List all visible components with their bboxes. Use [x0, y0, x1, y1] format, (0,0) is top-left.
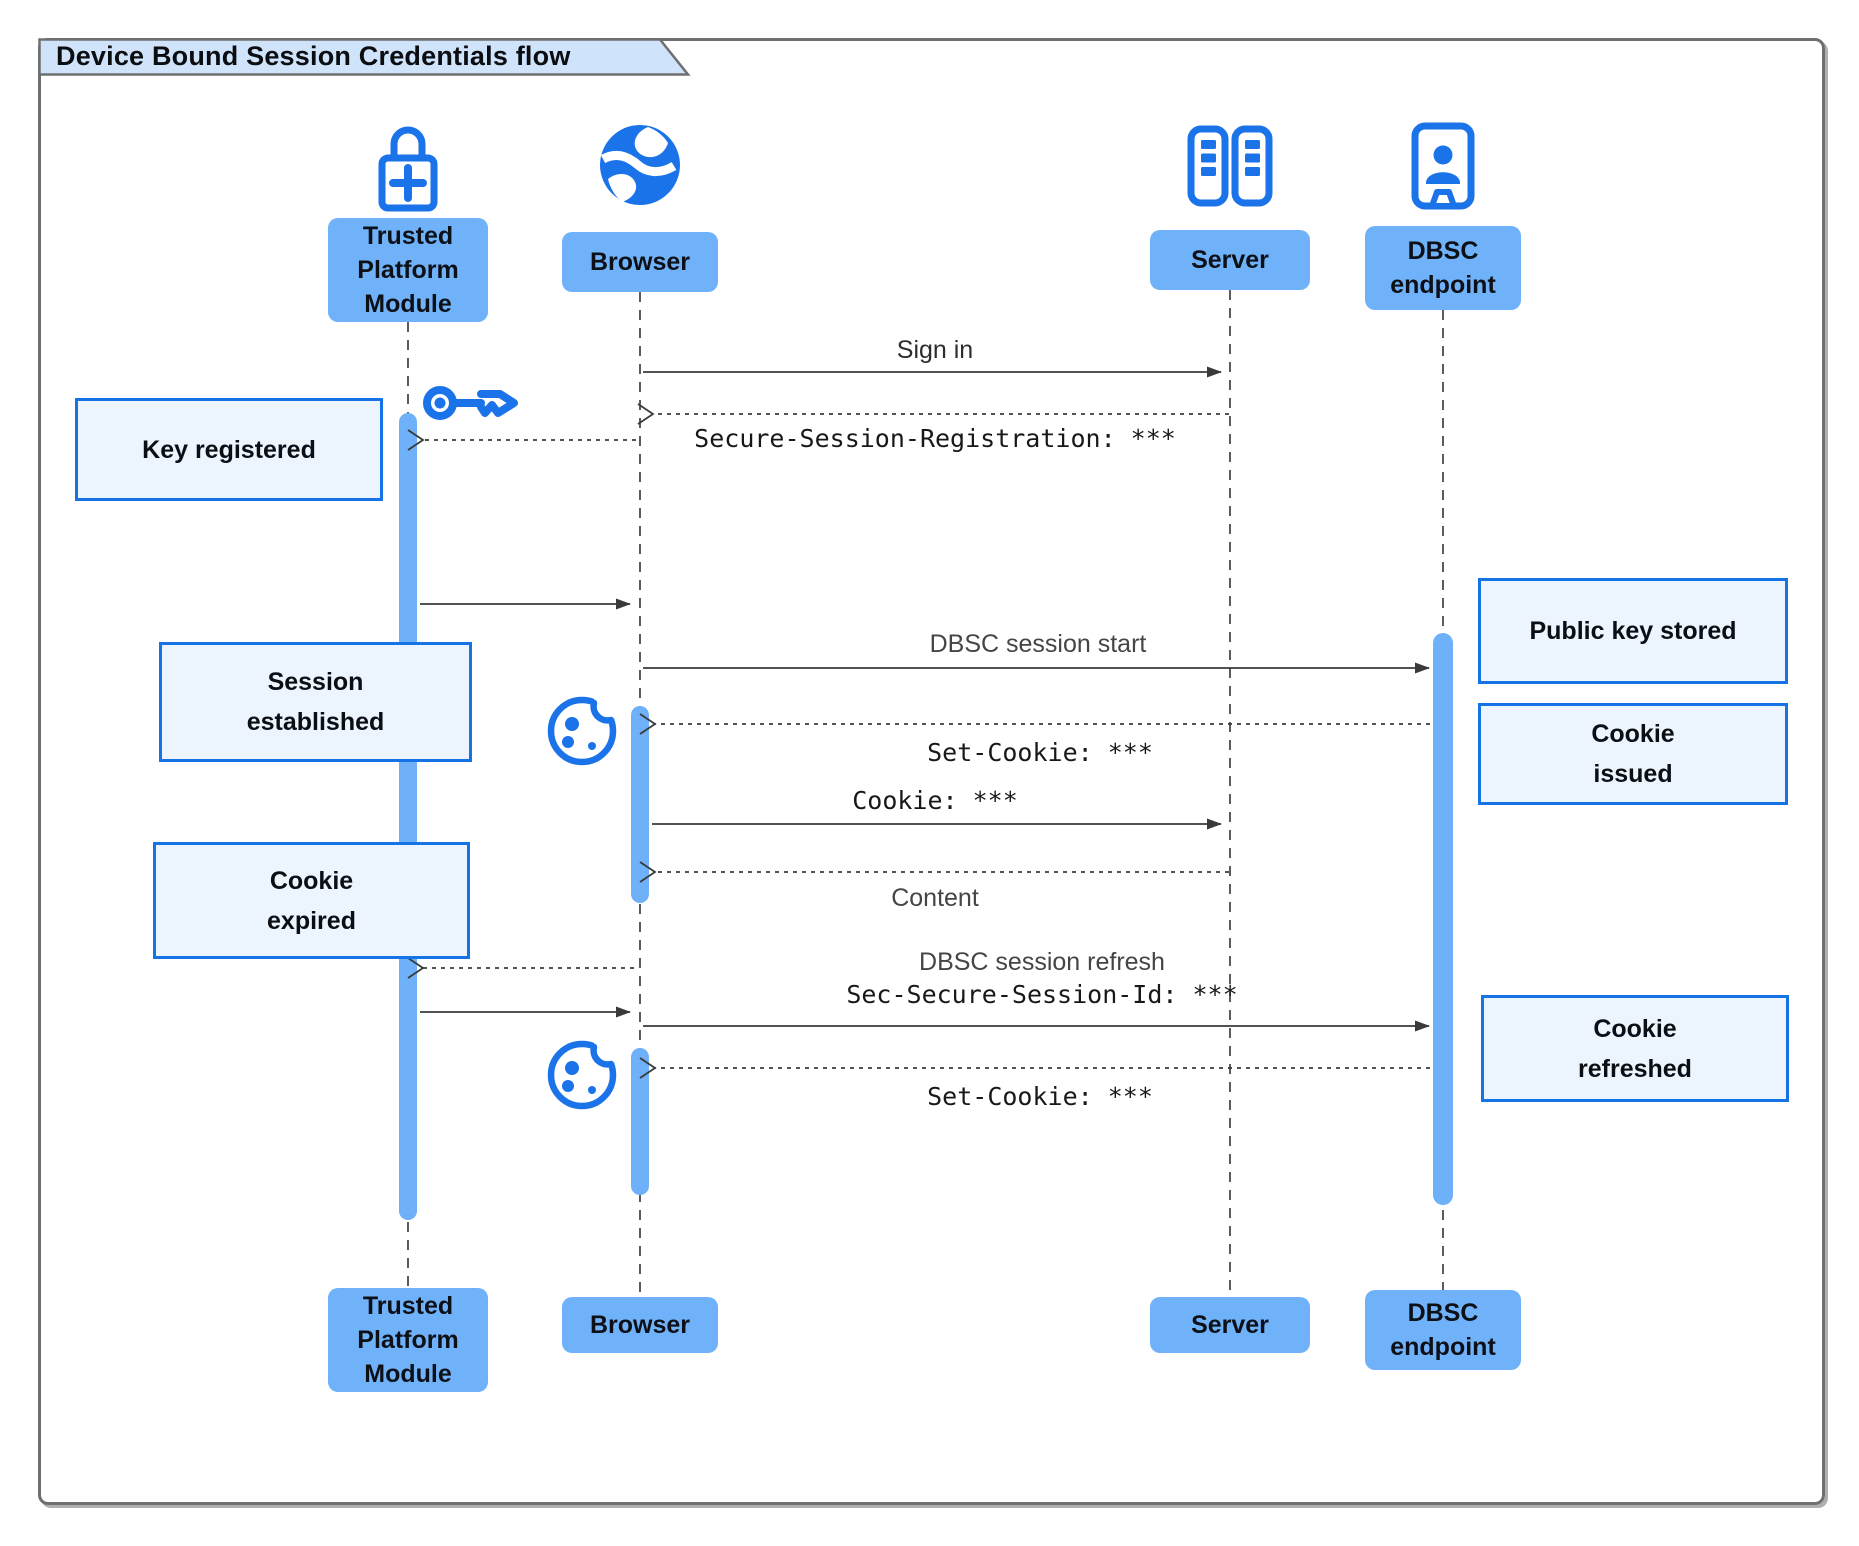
cookie-icon: [547, 1037, 620, 1110]
actor-browser-bottom: Browser: [562, 1297, 718, 1353]
label-set-cookie-2: Set-Cookie: ***: [927, 1082, 1153, 1111]
activation-bar-browser-2: [631, 1048, 649, 1195]
activation-bar-browser-1: [631, 706, 649, 903]
activation-bar-dbsc: [1433, 633, 1453, 1205]
note-cookie-refreshed: Cookie refreshed: [1481, 995, 1789, 1102]
activation-bar-tpm: [399, 413, 417, 1220]
actor-browser-top: Browser: [562, 232, 718, 292]
globe-icon: [600, 125, 680, 205]
label-sign-in: Sign in: [896, 336, 974, 364]
note-cookie-issued: Cookie issued: [1478, 703, 1788, 805]
lock-plus-icon: [378, 126, 438, 212]
actor-server-bottom: Server: [1150, 1297, 1310, 1353]
diagram-title: Device Bound Session Credentials flow: [56, 41, 571, 71]
actor-tpm-bottom: Trusted Platform Module: [328, 1288, 488, 1392]
label-content: Content: [891, 884, 979, 912]
actor-tpm-top: Trusted Platform Module: [328, 218, 488, 322]
title-tab-shape: [38, 38, 691, 76]
actor-dbsc-bottom: DBSC endpoint: [1365, 1290, 1521, 1370]
badge-person-icon: [1411, 122, 1475, 210]
note-key-registered: Key registered: [75, 398, 383, 501]
note-public-key-stored: Public key stored: [1478, 578, 1788, 684]
label-sec-secure-session-id: Sec-Secure-Session-Id: ***: [846, 980, 1238, 1009]
label-set-cookie-1: Set-Cookie: ***: [927, 738, 1153, 767]
key-icon: [423, 386, 518, 420]
server-racks-icon: [1187, 125, 1273, 207]
note-session-established: Session established: [159, 642, 472, 762]
label-secure-session-registration: Secure-Session-Registration: ***: [694, 424, 1176, 453]
actor-dbsc-top: DBSC endpoint: [1365, 226, 1521, 310]
note-cookie-expired: Cookie expired: [153, 842, 470, 959]
label-cookie: Cookie: ***: [852, 786, 1018, 815]
title-tab: [38, 38, 691, 76]
label-dbsc-session-refresh: DBSC session refresh: [919, 948, 1165, 976]
diagram-frame: [38, 38, 1825, 1505]
actor-server-top: Server: [1150, 230, 1310, 290]
label-dbsc-session-start: DBSC session start: [929, 630, 1147, 658]
cookie-icon: [547, 693, 620, 766]
